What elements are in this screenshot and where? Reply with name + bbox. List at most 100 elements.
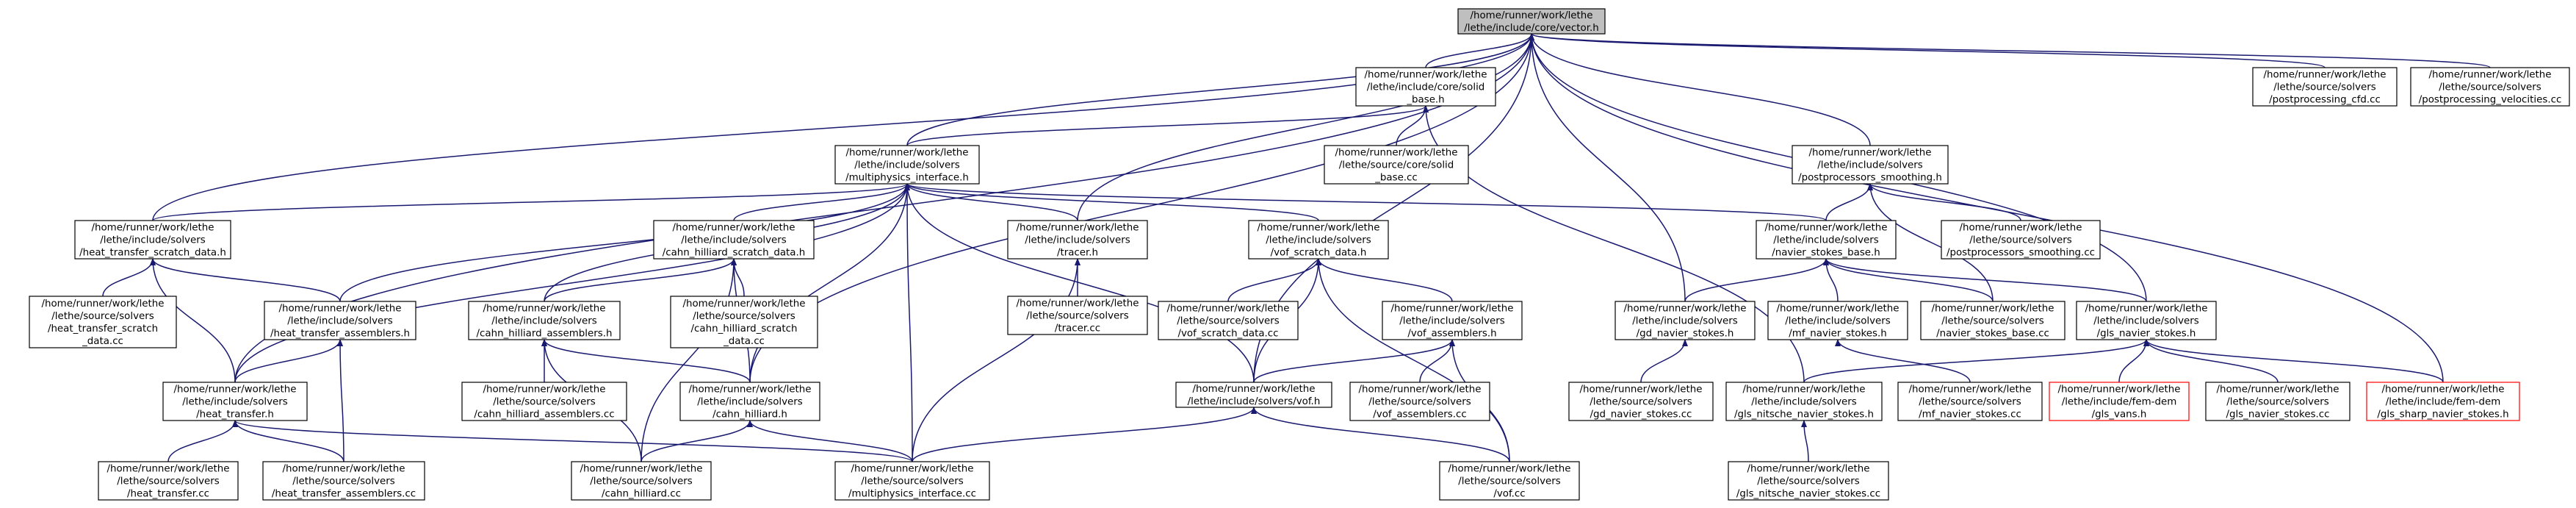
- node-vof-cc[interactable]: /home/runner/work/lethe/lethe/source/sol…: [1439, 461, 1580, 501]
- node-label-line: /tracer.h: [1057, 248, 1098, 259]
- node-label-line: /cahn_hilliard_scratch_data.h: [663, 248, 806, 259]
- edge-vof-h-to-vof-assemblers-h: [1253, 339, 1455, 383]
- node-cahn-hilliard-scratch-data-h[interactable]: /home/runner/work/lethe/lethe/include/so…: [653, 220, 815, 260]
- node-box: [2205, 382, 2350, 421]
- node-box: [264, 301, 416, 340]
- node-multiphysics-interface-cc[interactable]: /home/runner/work/lethe/lethe/source/sol…: [834, 461, 990, 501]
- node-label-line: /lethe/source/solvers: [1458, 476, 1560, 487]
- edge-multiphysics-interface-cc-to-tracer-h: [912, 258, 1080, 462]
- node-label-line: /lethe/include/solvers: [1266, 235, 1371, 246]
- node-label-line: /lethe/source/solvers: [292, 476, 394, 487]
- edge-heat-transfer-h-to-multiphysics-interface-h: [234, 183, 910, 383]
- edge-heat-transfer-cc-to-heat-transfer-h: [167, 420, 238, 462]
- node-box: [29, 296, 177, 348]
- node-mf-navier-stokes-cc[interactable]: /home/runner/work/lethe/lethe/source/sol…: [1897, 382, 2043, 421]
- node-label-line: /home/runner/work/lethe: [1016, 298, 1139, 310]
- nodes-layer: /home/runner/work/lethe/lethe/include/co…: [29, 8, 2570, 501]
- node-gls-sharp-navier-stokes-h[interactable]: /home/runner/work/lethe/lethe/include/fe…: [2366, 382, 2520, 421]
- edge-heat-transfer-h-to-vector-h: [234, 33, 1534, 383]
- node-gls-navier-stokes-h[interactable]: /home/runner/work/lethe/lethe/include/so…: [2076, 301, 2217, 340]
- node-label-line: /lethe/source/solvers: [1590, 397, 1692, 408]
- node-box: [2049, 382, 2190, 421]
- node-label-line: /lethe/include/solvers: [100, 235, 206, 246]
- node-label-line: /vof_assemblers.h: [1407, 329, 1496, 340]
- node-label-line: /home/runner/work/lethe: [1764, 223, 1887, 234]
- edge-navier-stokes-base-h-to-postprocessors-smoothing-h: [1825, 183, 1873, 221]
- node-label-line: /lethe/source/solvers: [861, 476, 963, 487]
- node-gls-nitsche-navier-stokes-cc[interactable]: /home/runner/work/lethe/lethe/source/sol…: [1728, 461, 1889, 501]
- node-tracer-h[interactable]: /home/runner/work/lethe/lethe/include/so…: [1007, 220, 1148, 260]
- node-postprocessing-cfd-cc[interactable]: /home/runner/work/lethe/lethe/source/sol…: [2252, 67, 2398, 107]
- edge-heat-transfer-scratch-data-h-to-multiphysics-interface-h: [152, 183, 910, 221]
- node-cahn-hilliard-cc[interactable]: /home/runner/work/lethe/lethe/source/sol…: [571, 461, 712, 501]
- node-label-line: /postprocessing_velocities.cc: [2419, 95, 2562, 106]
- node-label-line: /lethe/source/solvers: [1177, 316, 1279, 327]
- node-box: [1158, 301, 1299, 340]
- node-vof-assemblers-cc[interactable]: /home/runner/work/lethe/lethe/source/sol…: [1349, 382, 1490, 421]
- node-label-line: /home/runner/work/lethe: [483, 304, 605, 315]
- node-gd-navier-stokes-h[interactable]: /home/runner/work/lethe/lethe/include/so…: [1614, 301, 1756, 340]
- node-box: [679, 382, 820, 421]
- node-label-line: /home/runner/work/lethe: [580, 464, 702, 475]
- edge-multiphysics-interface-cc-to-cahn-hilliard-h: [747, 420, 913, 462]
- node-postprocessors-smoothing-cc[interactable]: /home/runner/work/lethe/lethe/source/sol…: [1941, 220, 2101, 260]
- node-label-line: /cahn_hilliard.cc: [602, 489, 681, 500]
- node-multiphysics-interface-h[interactable]: /home/runner/work/lethe/lethe/include/so…: [834, 145, 980, 185]
- node-label-line: /cahn_hilliard_scratch: [691, 323, 798, 335]
- node-vof-scratch-data-h[interactable]: /home/runner/work/lethe/lethe/include/so…: [1248, 220, 1389, 260]
- node-label-line: /home/runner/work/lethe: [2381, 384, 2504, 396]
- edge-heat-transfer-assemblers-cc-to-heat-transfer-h: [232, 420, 344, 462]
- node-label-line: /home/runner/work/lethe: [1742, 384, 1865, 396]
- node-navier-stokes-base-cc[interactable]: /home/runner/work/lethe/lethe/source/sol…: [1920, 301, 2066, 340]
- node-gls-navier-stokes-cc[interactable]: /home/runner/work/lethe/lethe/source/sol…: [2205, 382, 2350, 421]
- node-box: [2076, 301, 2217, 340]
- node-box: [98, 461, 239, 501]
- edge-multiphysics-interface-h-to-vector-h: [906, 33, 1534, 146]
- node-box: [670, 296, 818, 348]
- node-label-line: /lethe/include/fem-dem: [2062, 397, 2177, 408]
- node-cahn-hilliard-h[interactable]: /home/runner/work/lethe/lethe/include/so…: [679, 382, 820, 421]
- node-label-line: /lethe/include/fem-dem: [2386, 397, 2501, 408]
- node-cahn-hilliard-assemblers-h[interactable]: /home/runner/work/lethe/lethe/include/so…: [468, 301, 621, 340]
- node-vof-scratch-data-cc[interactable]: /home/runner/work/lethe/lethe/source/sol…: [1158, 301, 1299, 340]
- node-heat-transfer-h[interactable]: /home/runner/work/lethe/lethe/include/so…: [162, 382, 308, 421]
- node-label-line: /home/runner/work/lethe: [1908, 384, 2031, 396]
- node-label-line: /lethe/include/solvers: [1773, 235, 1879, 246]
- edge-multiphysics-interface-cc-to-vof-h: [912, 407, 1257, 462]
- node-label-line: /lethe/source/solvers: [2273, 82, 2375, 93]
- node-vof-h[interactable]: /home/runner/work/lethe/lethe/include/so…: [1175, 382, 1332, 408]
- node-mf-navier-stokes-h[interactable]: /home/runner/work/lethe/lethe/include/so…: [1767, 301, 1908, 340]
- node-solid-base-h[interactable]: /home/runner/work/lethe/lethe/include/co…: [1355, 67, 1496, 107]
- node-label-line: /heat_transfer_assemblers.cc: [272, 489, 416, 500]
- node-gd-navier-stokes-cc[interactable]: /home/runner/work/lethe/lethe/source/sol…: [1568, 382, 1714, 421]
- node-label-line: /lethe/source/solvers: [1919, 397, 2021, 408]
- node-box: [2366, 382, 2520, 421]
- node-heat-transfer-scratch-data-cc[interactable]: /home/runner/work/lethe/lethe/source/sol…: [29, 296, 177, 348]
- node-navier-stokes-base-h[interactable]: /home/runner/work/lethe/lethe/include/so…: [1756, 220, 1897, 260]
- node-heat-transfer-cc[interactable]: /home/runner/work/lethe/lethe/source/sol…: [98, 461, 239, 501]
- node-tracer-cc[interactable]: /home/runner/work/lethe/lethe/source/sol…: [1007, 296, 1148, 335]
- node-label-line: /lethe/source/core/solid: [1339, 160, 1454, 171]
- node-cahn-hilliard-scratch-data-cc[interactable]: /home/runner/work/lethe/lethe/source/sol…: [670, 296, 818, 348]
- node-postprocessing-velocities-cc[interactable]: /home/runner/work/lethe/lethe/source/sol…: [2410, 67, 2570, 107]
- edge-gls-nitsche-navier-stokes-h-to-gls-navier-stokes-h: [1803, 339, 2149, 383]
- node-vector-h[interactable]: /home/runner/work/lethe/lethe/include/co…: [1457, 8, 1606, 35]
- node-label-line: /home/runner/work/lethe: [1747, 464, 1869, 475]
- node-label-line: /lethe/source/solvers: [1026, 311, 1128, 322]
- node-vof-assemblers-h[interactable]: /home/runner/work/lethe/lethe/include/so…: [1382, 301, 1523, 340]
- node-solid-base-cc[interactable]: /home/runner/work/lethe/lethe/source/cor…: [1324, 145, 1469, 185]
- node-heat-transfer-assemblers-h[interactable]: /home/runner/work/lethe/lethe/include/so…: [264, 301, 416, 340]
- node-label-line: /lethe/include/solvers: [1817, 160, 1923, 171]
- node-heat-transfer-scratch-data-h[interactable]: /home/runner/work/lethe/lethe/include/so…: [74, 220, 231, 260]
- node-box: [461, 382, 627, 421]
- node-label-line: /lethe/source/solvers: [1368, 397, 1471, 408]
- node-label-line: /cahn_hilliard_assemblers.h: [477, 329, 613, 340]
- node-gls-nitsche-navier-stokes-h[interactable]: /home/runner/work/lethe/lethe/include/so…: [1725, 382, 1883, 421]
- node-box: [74, 220, 231, 260]
- node-label-line: /home/runner/work/lethe: [2057, 384, 2180, 396]
- node-gls-vans-h[interactable]: /home/runner/work/lethe/lethe/include/fe…: [2049, 382, 2190, 421]
- node-postprocessors-smoothing-h[interactable]: /home/runner/work/lethe/lethe/include/so…: [1792, 145, 1949, 185]
- node-heat-transfer-assemblers-cc[interactable]: /home/runner/work/lethe/lethe/source/sol…: [262, 461, 425, 501]
- node-label-line: /home/runner/work/lethe: [1931, 304, 2054, 315]
- node-cahn-hilliard-assemblers-cc[interactable]: /home/runner/work/lethe/lethe/source/sol…: [461, 382, 627, 421]
